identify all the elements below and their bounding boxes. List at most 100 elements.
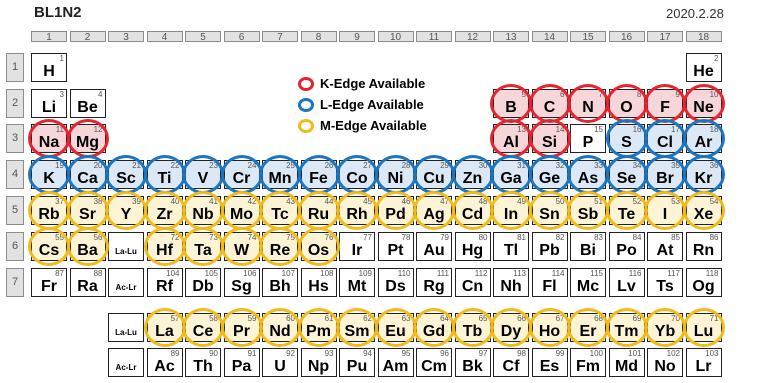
atomic-number: 116 [628, 269, 642, 278]
element-symbol: Rn [692, 242, 715, 259]
atomic-number: 115 [590, 269, 603, 278]
element-symbol: Sb [577, 206, 599, 223]
series-placeholder: La-Lu [108, 313, 144, 342]
atomic-number: 109 [358, 269, 372, 278]
atomic-number: 7 [598, 90, 603, 99]
element-symbol: S [621, 134, 632, 151]
atomic-number: 41 [209, 197, 218, 206]
element-symbol: B [505, 99, 517, 116]
element-symbol: Y [120, 206, 132, 223]
atomic-number: 21 [132, 161, 141, 170]
atomic-number: 43 [286, 197, 295, 206]
atomic-number: 80 [478, 233, 488, 242]
element-symbol: Rf [156, 278, 173, 295]
element-symbol: Pd [385, 206, 406, 223]
atomic-number: 29 [440, 161, 449, 170]
atomic-number: 112 [474, 269, 488, 278]
element-symbol: No [654, 358, 676, 375]
element-symbol: F [660, 99, 670, 116]
legend-ring-icon [298, 77, 314, 91]
element-symbol: Er [579, 323, 597, 340]
atomic-number: 82 [555, 233, 565, 242]
group-number: 11 [416, 31, 452, 43]
element-symbol: Fe [309, 170, 328, 187]
atomic-number: 42 [247, 197, 257, 206]
element-symbol: As [577, 170, 599, 187]
atomic-number: 36 [709, 161, 719, 170]
element-symbol: Yb [654, 323, 676, 340]
atomic-number: 35 [671, 161, 680, 170]
element-symbol: Nh [500, 278, 522, 295]
element-symbol: Ge [538, 170, 561, 187]
period-number: 3 [6, 124, 24, 153]
group-number: 9 [339, 31, 375, 43]
element-symbol: Dy [500, 323, 522, 340]
element-symbol: Db [192, 278, 214, 295]
element-symbol: Ne [693, 99, 714, 116]
atomic-number: 99 [555, 349, 565, 358]
element-symbol: Rg [423, 278, 445, 295]
element-symbol: Pt [387, 242, 404, 259]
atomic-number: 52 [632, 197, 642, 206]
atomic-number: 17 [671, 125, 680, 134]
element-symbol: Ca [77, 170, 98, 187]
element-symbol: Cr [232, 170, 251, 187]
element-symbol: Po [616, 242, 637, 259]
element-symbol: Ts [656, 278, 674, 295]
atomic-number: 4 [98, 90, 103, 99]
element-symbol: Ce [192, 323, 214, 340]
element-symbol: Au [423, 242, 445, 259]
atomic-number: 86 [709, 233, 719, 242]
element-symbol: He [693, 63, 714, 80]
element-symbol: Gd [422, 323, 446, 340]
element-symbol: Pu [346, 358, 368, 375]
element-symbol: At [656, 242, 674, 259]
group-number: 3 [108, 31, 144, 43]
element-symbol: Al [503, 134, 519, 151]
atomic-number: 25 [286, 161, 295, 170]
element-symbol: Pm [306, 323, 331, 340]
atomic-number: 22 [170, 161, 180, 170]
element-symbol: Bh [269, 278, 291, 295]
atomic-number: 40 [170, 197, 180, 206]
element-symbol: Ba [77, 242, 98, 259]
atomic-number: 3 [59, 90, 64, 99]
placeholder-label: Ac-Lr [115, 283, 137, 292]
placeholder-label: La-Lu [115, 328, 137, 337]
element-symbol: Mg [75, 134, 100, 151]
element-symbol: Tl [503, 242, 519, 259]
atomic-number: 45 [363, 197, 372, 206]
element-symbol: Os [307, 242, 330, 259]
atomic-number: 62 [363, 314, 372, 323]
group-number: 14 [531, 31, 568, 43]
